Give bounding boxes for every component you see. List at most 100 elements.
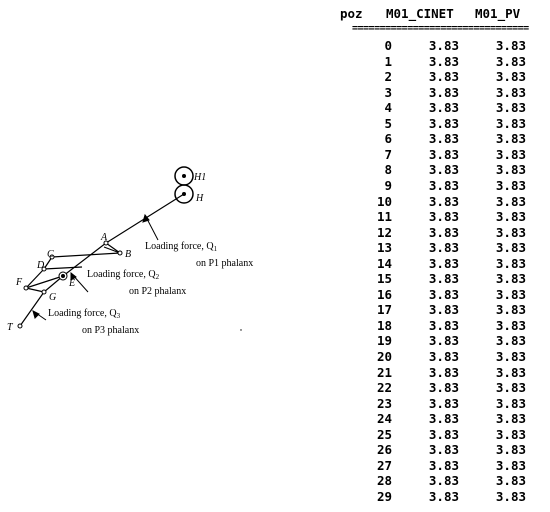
table-cell-m01-pv: 3.83 bbox=[495, 380, 526, 396]
table-cell-m01-cinet: 3.83 bbox=[428, 473, 459, 489]
table-cell-m01-cinet: 3.83 bbox=[428, 333, 459, 349]
force-arrows bbox=[32, 213, 159, 321]
table-cell-m01-pv: 3.83 bbox=[495, 146, 526, 162]
table-cell-m01-pv: 3.83 bbox=[495, 240, 526, 256]
table-cell-m01-cinet: 3.83 bbox=[428, 395, 459, 411]
label-h1: H1 bbox=[193, 172, 206, 183]
table-cell-m01-pv: 3.83 bbox=[495, 442, 526, 458]
table-cell-poz: 0 bbox=[384, 38, 392, 53]
table-cell-poz: 21 bbox=[376, 364, 392, 380]
table-cell-poz: 13 bbox=[376, 240, 392, 256]
table-cell-poz: 18 bbox=[376, 317, 392, 333]
table-cell-m01-cinet: 3.83 bbox=[428, 488, 459, 504]
table-cell-m01-pv: 3.83 bbox=[495, 286, 526, 302]
label-t: T bbox=[7, 322, 14, 333]
table-cell-m01-cinet: 3.83 bbox=[428, 286, 459, 302]
table-cell-poz: 14 bbox=[376, 255, 392, 271]
table-cell-m01-pv: 3.83 bbox=[495, 426, 526, 442]
header-poz: poz bbox=[340, 6, 363, 21]
table-cell-m01-cinet: 3.83 bbox=[428, 38, 459, 53]
table-cell-m01-pv: 3.83 bbox=[495, 224, 526, 240]
table-cell-m01-cinet: 3.83 bbox=[428, 442, 459, 458]
table-cell-m01-pv: 3.83 bbox=[495, 457, 526, 473]
table-cell-poz: 29 bbox=[376, 488, 392, 504]
table-cell-m01-cinet: 3.83 bbox=[428, 240, 459, 256]
table-cell-m01-cinet: 3.83 bbox=[428, 457, 459, 473]
finger-mechanism-diagram: H1 H A B C D E F G T Loading force, Q1 o… bbox=[7, 166, 253, 336]
table-cell-m01-cinet: 3.83 bbox=[428, 271, 459, 287]
table-cell-poz: 16 bbox=[376, 286, 392, 302]
label-c: C bbox=[47, 249, 54, 260]
header-separator: ================================ bbox=[352, 23, 529, 34]
table-cell-m01-pv: 3.83 bbox=[495, 302, 526, 318]
table-cell-m01-pv: 3.83 bbox=[495, 255, 526, 271]
table-cell-m01-pv: 3.83 bbox=[495, 411, 526, 427]
table-cell-m01-cinet: 3.83 bbox=[428, 411, 459, 427]
table-cell-m01-cinet: 3.83 bbox=[428, 302, 459, 318]
table-cell-poz: 24 bbox=[376, 411, 392, 427]
table-cell-m01-cinet: 3.83 bbox=[428, 193, 459, 209]
table-cell-m01-pv: 3.83 bbox=[495, 333, 526, 349]
table-cell-m01-cinet: 3.83 bbox=[428, 69, 459, 85]
table-cell-m01-pv: 3.83 bbox=[495, 317, 526, 333]
svg-text:on P3 phalanx: on P3 phalanx bbox=[82, 325, 139, 336]
table-cell-m01-cinet: 3.83 bbox=[428, 380, 459, 396]
joints bbox=[17, 240, 123, 329]
table-cell-poz: 11 bbox=[376, 209, 392, 225]
table-cell-poz: 6 bbox=[384, 131, 392, 147]
header-m01-cinet: M01_CINET bbox=[386, 6, 454, 21]
table-cell-m01-pv: 3.83 bbox=[495, 193, 526, 209]
table-cell-poz: 2 bbox=[384, 69, 392, 85]
table-cell-poz: 25 bbox=[376, 426, 392, 442]
svg-text:Loading force, Q3: Loading force, Q3 bbox=[48, 308, 121, 320]
table-cell-m01-pv: 3.83 bbox=[495, 177, 526, 193]
table-cell-m01-pv: 3.83 bbox=[495, 488, 526, 504]
table-cell-poz: 12 bbox=[376, 224, 392, 240]
table-cell-poz: 9 bbox=[384, 177, 392, 193]
table-cell-poz: 23 bbox=[376, 395, 392, 411]
table-cell-m01-pv: 3.83 bbox=[495, 209, 526, 225]
table-cell-poz: 19 bbox=[376, 333, 392, 349]
point-labels: H1 H A B C D E F G T bbox=[7, 172, 206, 333]
table-cell-m01-cinet: 3.83 bbox=[428, 100, 459, 116]
table-cell-m01-cinet: 3.83 bbox=[428, 115, 459, 131]
table-cell-m01-pv: 3.83 bbox=[495, 162, 526, 178]
table-cell-poz: 8 bbox=[384, 162, 392, 178]
svg-text:Loading force, Q2: Loading force, Q2 bbox=[87, 269, 160, 281]
table-cell-m01-cinet: 3.83 bbox=[428, 146, 459, 162]
table-cell-m01-cinet: 3.83 bbox=[428, 364, 459, 380]
label-d: D bbox=[36, 260, 45, 271]
header-m01-pv: M01_PV bbox=[475, 6, 521, 21]
table-cell-poz: 5 bbox=[384, 115, 392, 131]
force-caption-q1: Loading force, Q1 on P1 phalanx bbox=[145, 241, 253, 269]
table-cell-m01-cinet: 3.83 bbox=[428, 177, 459, 193]
table-cell-m01-cinet: 3.83 bbox=[428, 224, 459, 240]
table-cell-m01-cinet: 3.83 bbox=[428, 162, 459, 178]
table-cell-poz: 20 bbox=[376, 349, 392, 364]
table-cell-poz: 3 bbox=[384, 84, 392, 100]
table-cell-m01-pv: 3.83 bbox=[495, 271, 526, 287]
table-cell-m01-pv: 3.83 bbox=[495, 115, 526, 131]
svg-text:Loading force, Q1: Loading force, Q1 bbox=[145, 241, 218, 253]
table-cell-poz: 7 bbox=[384, 146, 392, 162]
table-cell-m01-pv: 3.83 bbox=[495, 364, 526, 380]
label-b: B bbox=[125, 249, 131, 260]
table-cell-m01-pv: 3.83 bbox=[495, 53, 526, 69]
table-cell-poz: 10 bbox=[376, 193, 392, 209]
table-cell-m01-pv: 3.83 bbox=[495, 38, 526, 53]
table-cell-poz: 27 bbox=[376, 457, 392, 473]
table-cell-m01-cinet: 3.83 bbox=[428, 209, 459, 225]
table-cell-m01-pv: 3.83 bbox=[495, 349, 526, 364]
label-e: E bbox=[68, 278, 75, 289]
svg-text:on P1 phalanx: on P1 phalanx bbox=[196, 258, 253, 269]
table-cell-poz: 1 bbox=[384, 53, 392, 69]
table-cell-m01-cinet: 3.83 bbox=[428, 53, 459, 69]
label-a: A bbox=[100, 232, 108, 243]
table-cell-m01-pv: 3.83 bbox=[495, 473, 526, 489]
table-cell-poz: 17 bbox=[376, 302, 392, 318]
label-h: H bbox=[195, 193, 204, 204]
table-cell-m01-cinet: 3.83 bbox=[428, 84, 459, 100]
table-cell-poz: 26 bbox=[376, 442, 392, 458]
label-f: F bbox=[15, 277, 23, 288]
